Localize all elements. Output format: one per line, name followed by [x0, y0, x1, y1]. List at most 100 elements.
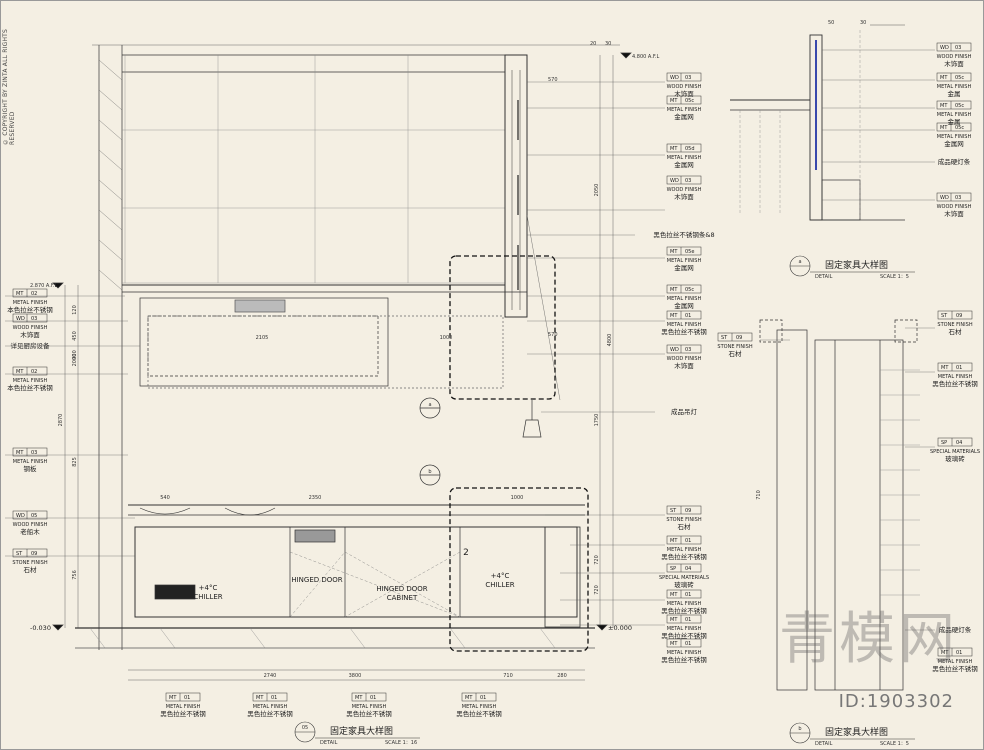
- dim: 450: [72, 331, 78, 341]
- tag-code: MT: [355, 695, 363, 701]
- tag-number: 05d: [685, 146, 695, 152]
- tag-finish: METAL FINISH: [352, 704, 387, 710]
- detail-a: [730, 24, 935, 221]
- tag-code: MT: [16, 450, 24, 456]
- tag-material: 黑色拉丝不锈钢: [160, 709, 206, 718]
- tag-material: 钢板: [24, 464, 38, 473]
- tag-material: 金属网: [674, 301, 694, 310]
- tag-number: 03: [685, 347, 691, 353]
- tag-code: MT: [16, 291, 24, 297]
- tag-number: 02: [31, 369, 37, 375]
- tag-code: MT: [670, 641, 678, 647]
- tag-material: 黑色拉丝不锈钢: [932, 664, 978, 673]
- tag-finish: STONE FINISH: [717, 344, 752, 350]
- tag-finish: STONE FINISH: [12, 560, 47, 566]
- tag-number: 09: [31, 551, 37, 557]
- tag-number: 05c: [685, 287, 694, 293]
- tag-finish: WOOD FINISH: [13, 325, 48, 331]
- tag-material: 石材: [729, 349, 743, 358]
- tag-material: 黑色拉丝不锈钢: [346, 709, 392, 718]
- tag-number: 01: [685, 617, 691, 623]
- material-tag: 黑色拉丝不锈钢条&8: [653, 230, 714, 239]
- tag-finish: WOOD FINISH: [667, 84, 702, 90]
- tag-finish: STONE FINISH: [937, 322, 972, 328]
- tag-material: 金属网: [674, 160, 694, 169]
- tag-finish: METAL FINISH: [253, 704, 288, 710]
- tag-finish: SPECIAL MATERIALS: [659, 575, 709, 581]
- tag-number: 05c: [955, 75, 964, 81]
- dim: 570: [548, 332, 558, 338]
- dim: 2105: [256, 335, 269, 341]
- tag-number: 09: [956, 313, 962, 319]
- chiller-left-label: CHILLER: [193, 593, 222, 601]
- dim: 1750: [594, 414, 600, 427]
- view-scale: SCALE 1：16: [385, 740, 417, 746]
- tag-material: 玻璃砖: [674, 580, 694, 589]
- tag-material: 木饰面: [20, 330, 40, 339]
- detail-b: [759, 319, 935, 691]
- tag-code: MT: [670, 592, 678, 598]
- tag-material: 本色拉丝不锈钢: [7, 305, 53, 314]
- dim: 825: [72, 457, 78, 467]
- tag-number: 01: [685, 313, 691, 319]
- dim: 30: [605, 41, 611, 47]
- view-marker: 05: [302, 725, 308, 731]
- tag-code: WD: [670, 178, 679, 184]
- dim: 720: [594, 585, 600, 595]
- view-detail: DETAIL: [815, 741, 833, 747]
- view-title: 固定家具大样图: [330, 725, 393, 737]
- tag-finish: WOOD FINISH: [667, 187, 702, 193]
- title-blocks: [294, 255, 915, 744]
- tag-number: 09: [736, 335, 742, 341]
- tag-number: 03: [31, 316, 37, 322]
- material-tag: 成品吊灯: [671, 407, 698, 416]
- tag-finish: WOOD FINISH: [667, 356, 702, 362]
- tag-code: MT: [670, 146, 678, 152]
- tag-material: 石材: [24, 565, 38, 574]
- tag-code: WD: [670, 75, 679, 81]
- tag-material: 黑色拉丝不锈钢: [661, 606, 707, 615]
- dim: 720: [594, 555, 600, 565]
- tag-code: ST: [670, 508, 677, 514]
- dim: 1000: [511, 495, 524, 501]
- dim: 2740: [264, 673, 277, 679]
- tag-note: 黑色拉丝不锈钢条&8: [653, 230, 714, 239]
- section-marker-b: b: [428, 469, 431, 475]
- tag-note: 成品吊灯: [671, 407, 698, 416]
- tag-number: 01: [480, 695, 486, 701]
- tag-number: 01: [184, 695, 190, 701]
- tag-number: 05: [31, 513, 37, 519]
- dim: 2870: [58, 414, 64, 427]
- view-detail: DETAIL: [320, 740, 338, 746]
- tag-material: 金属网: [944, 139, 964, 148]
- dim: 900: [72, 350, 78, 360]
- tag-material: 金属网: [674, 112, 694, 121]
- tag-finish: METAL FINISH: [667, 650, 702, 656]
- tag-finish: METAL FINISH: [667, 258, 702, 264]
- level-top: 4.800 A.F.L: [632, 54, 659, 60]
- tag-material: 黑色拉丝不锈钢: [247, 709, 293, 718]
- tag-material: 黑色拉丝不锈钢: [932, 379, 978, 388]
- tag-finish: STONE FINISH: [666, 517, 701, 523]
- tag-code: MT: [256, 695, 264, 701]
- tag-material: 黑色拉丝不锈钢: [661, 327, 707, 336]
- tag-finish: METAL FINISH: [667, 547, 702, 553]
- tag-finish: METAL FINISH: [667, 601, 702, 607]
- tag-material: 黑色拉丝不锈钢: [661, 631, 707, 640]
- dim: 710: [756, 490, 762, 500]
- tag-code: MT: [670, 538, 678, 544]
- view-scale: SCALE 1：5: [880, 274, 909, 280]
- view-title: 固定家具大样图: [825, 726, 888, 738]
- tag-material: 木饰面: [944, 59, 964, 68]
- tag-material: 黑色拉丝不锈钢: [661, 552, 707, 561]
